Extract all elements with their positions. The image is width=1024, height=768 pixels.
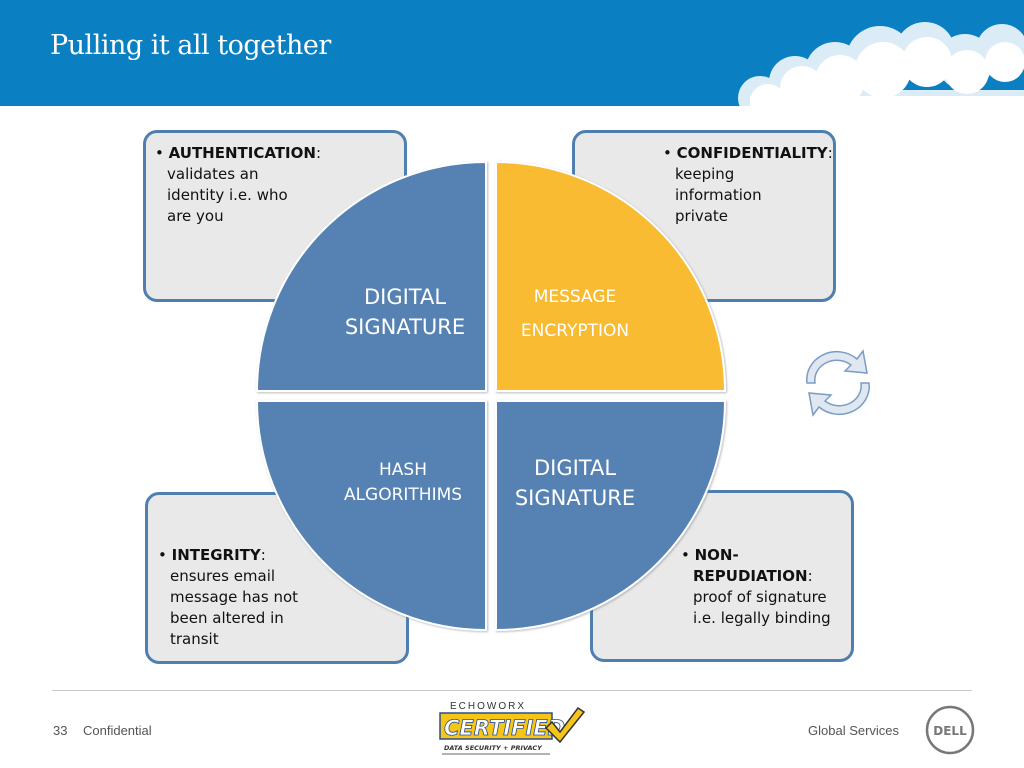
quadrant-top-left-label: DIGITAL SIGNATURE [330,282,480,342]
non-repudiation-term-1: NON- [694,546,739,564]
logo-tagline: DATA SECURITY + PRIVACY [444,744,543,752]
confidentiality-line-2: information [675,186,762,204]
integrity-line-1: ensures email [170,567,276,585]
footer-divider [52,690,972,691]
top-left-line-2: SIGNATURE [344,315,466,339]
authentication-line-3: are you [167,207,224,225]
header-bar: Pulling it all together [0,0,1024,106]
top-right-line-1: MESSAGE [533,287,617,307]
top-left-line-1: DIGITAL [363,285,447,309]
dell-logo: DELL [925,705,975,755]
page-number: 33 [53,723,68,738]
echoworx-certified-logo: ECHOWORX CERTIFIED DATA SECURITY + PRIVA… [439,701,586,755]
confidential-label: Confidential [83,723,152,738]
bottom-right-line-1: DIGITAL [533,456,617,480]
top-right-line-2: ENCRYPTION [520,321,630,341]
integrity-line-4: transit [170,630,219,648]
authentication-line-1: validates an [167,165,259,183]
bottom-left-line-1: HASH [379,460,427,480]
quadrant-top-left [255,160,487,392]
authentication-term: AUTHENTICATION [168,144,316,162]
dell-logo-text: DELL [933,724,967,738]
confidentiality-text: • CONFIDENTIALITY: keeping information p… [663,144,833,225]
non-repudiation-term-2: REPUDIATION [693,567,808,585]
integrity-line-2: message has not [170,588,299,606]
non-repudiation-line-1: proof of signature [693,588,827,606]
non-repudiation-line-2: i.e. legally binding [693,609,831,627]
slide-title: Pulling it all together [50,30,331,61]
quadrant-bottom-left-label: HASH ALGORITHIMS [328,458,478,508]
quadrant-top-right-label: MESSAGE ENCRYPTION [505,280,645,348]
bottom-left-line-2: ALGORITHIMS [343,485,463,505]
cycle-arrows-icon [806,349,870,417]
confidentiality-line-1: keeping [675,165,735,183]
quadrant-top-right [495,160,727,392]
authentication-line-2: identity i.e. who [167,186,288,204]
global-services-label: Global Services [808,723,900,738]
non-repudiation-text: • NON- REPUDIATION: proof of signature i… [681,546,831,627]
integrity-text: • INTEGRITY: ensures email message has n… [158,546,299,648]
logo-certified: CERTIFIED [444,716,565,740]
confidentiality-term: CONFIDENTIALITY [676,144,828,162]
integrity-term: INTEGRITY [171,546,261,564]
logo-brand: ECHOWORX [450,701,526,712]
confidentiality-line-3: private [675,207,729,225]
authentication-text: • AUTHENTICATION: validates an identity … [155,144,321,225]
quadrant-bottom-left [255,400,487,632]
clouds-decoration [738,22,1024,106]
bottom-right-line-2: SIGNATURE [514,486,636,510]
quadrant-bottom-right [495,400,727,632]
integrity-line-3: been altered in [170,609,284,627]
quadrant-bottom-right-label: DIGITAL SIGNATURE [500,453,650,513]
